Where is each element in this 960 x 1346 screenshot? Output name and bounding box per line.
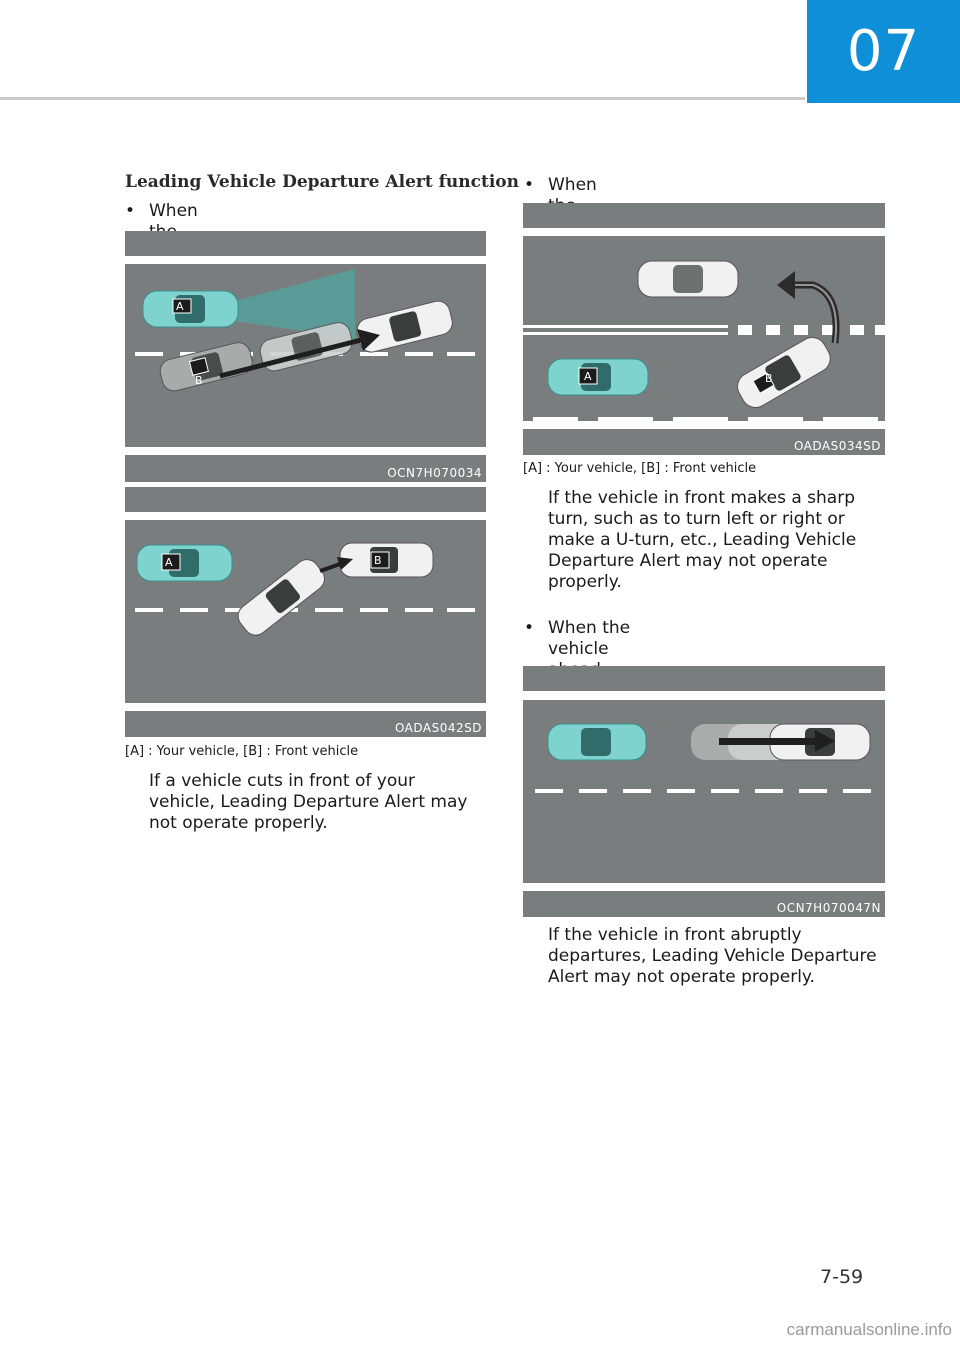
label-b: B: [374, 554, 382, 567]
chapter-tab: 07: [807, 0, 960, 103]
watermark: carmanualsonline.info: [786, 1320, 952, 1339]
label-a: A: [584, 370, 592, 383]
para-line: If a vehicle cuts in front of your: [149, 771, 415, 791]
para-line: vehicle, Leading Departure Alert may: [149, 792, 468, 812]
para-line: If the vehicle in front makes a sharp: [548, 488, 855, 508]
header-rule: [0, 97, 805, 100]
figure-abrupt-departure: OCN7H070047N: [523, 666, 885, 917]
para-abrupt-departure: If the vehicle in front abruptly departu…: [548, 925, 877, 988]
para-line: Alert may not operate properly.: [548, 967, 815, 987]
caption-right: [A] : Your vehicle, [B] : Front vehicle: [523, 461, 757, 476]
para-line: make a U-turn, etc., Leading Vehicle: [548, 530, 857, 550]
para-line: departures, Leading Vehicle Departure: [548, 946, 877, 966]
para-sharp-steer: If the vehicle in front makes a sharp tu…: [548, 488, 856, 593]
figure-code: OCN7H070034: [387, 466, 482, 480]
para-line: properly.: [548, 572, 622, 592]
figure-code: OADAS034SD: [793, 439, 881, 453]
page-number: 7-59: [820, 1266, 864, 1288]
label-a: A: [165, 556, 173, 569]
figure-code: OADAS042SD: [394, 721, 482, 735]
bullet-dot: •: [524, 618, 535, 638]
para-line: turn, such as to turn left or right or: [548, 509, 845, 529]
para-cut-in: If a vehicle cuts in front of your vehic…: [149, 771, 467, 834]
figure-cut-in-1: OCN7H070034: [125, 231, 486, 482]
para-line: not operate properly.: [149, 813, 328, 833]
label-a: A: [176, 300, 184, 313]
label-b: B: [765, 372, 773, 385]
caption-left: [A] : Your vehicle, [B] : Front vehicle: [125, 744, 359, 759]
bullet-dot: •: [524, 175, 535, 195]
label-b: B: [195, 374, 203, 387]
bullet-dot: •: [125, 201, 136, 221]
figure-cut-in-2: OADAS042SD: [125, 487, 486, 737]
figure-code: OCN7H070047N: [776, 901, 881, 915]
para-line: Departure Alert may not operate: [548, 551, 828, 571]
para-line: If the vehicle in front abruptly: [548, 925, 802, 945]
section-heading: Leading Vehicle Departure Alert function: [125, 172, 520, 192]
figure-sharp-steer: OADAS034SD: [523, 203, 885, 455]
